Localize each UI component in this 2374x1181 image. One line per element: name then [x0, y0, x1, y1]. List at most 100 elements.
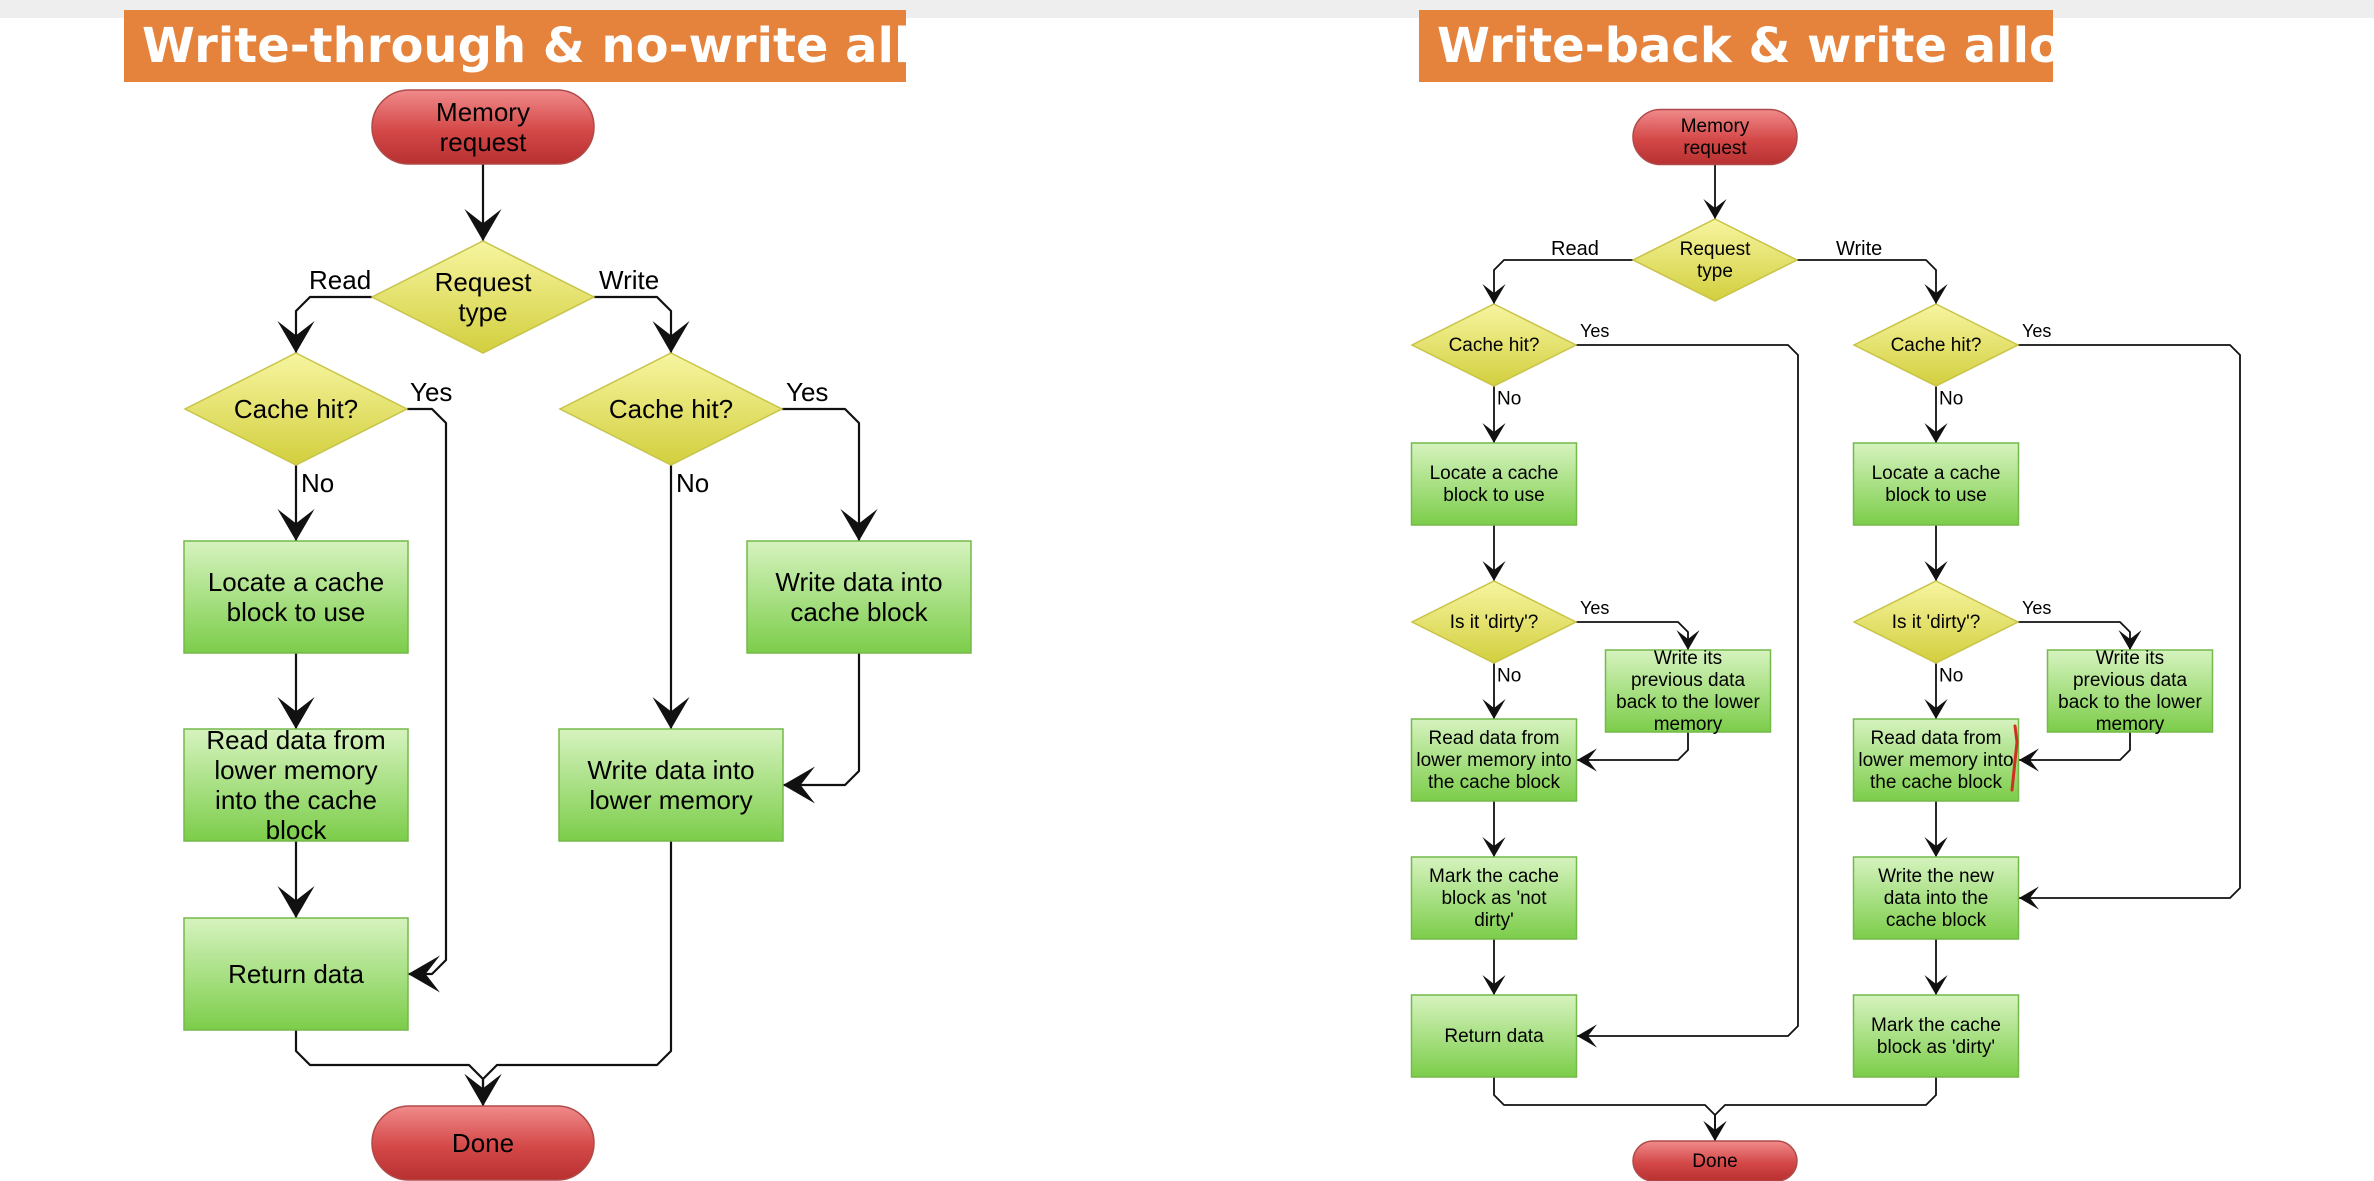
wb-read-dirty-decision [1410, 580, 1578, 664]
start-terminal [371, 89, 595, 165]
wb-edge-write-writeback-to-lower [2019, 732, 2131, 761]
return-data-box-label: Return data [228, 959, 364, 989]
wb-label-read: Read [1551, 238, 1599, 260]
wb-edge-write-dirty-no-arrowhead [1924, 699, 1948, 719]
wb-done-terminal [1632, 1140, 1798, 1181]
wb-label-read-dirty-yes: Yes [1580, 598, 1609, 618]
wb-write-lower-box [1852, 718, 2020, 802]
wb-edge-read-hit [1576, 344, 1799, 1037]
label-write-hit-no: No [676, 468, 709, 498]
locate-block-box [183, 540, 409, 654]
wb-edge-write-lower-to-new-arrowhead [1924, 837, 1948, 857]
wb-edge-write-hit [2018, 344, 2241, 899]
wb-label-write-dirty-no: No [1939, 666, 1963, 687]
edge-read-miss-arrowhead [277, 509, 315, 541]
wb-edge-write-branch [1797, 259, 1937, 304]
edge-read-to-return-arrowhead [277, 886, 315, 918]
write-cache-hit-decision-label: Cache hit? [609, 394, 733, 424]
wb-done-terminal-label: Done [1692, 1151, 1737, 1172]
title-write-back: Write-back & write allocate [1419, 10, 2178, 82]
edge-write-hit [782, 407, 861, 541]
edge-start-to-request-arrowhead [464, 209, 502, 241]
read-cache-hit-decision [183, 352, 409, 466]
wb-edge-mark-to-done [1714, 1077, 1937, 1141]
wb-edge-read-dirty-yes [1576, 621, 1689, 650]
wb-write-cache-hit-decision [1852, 303, 2020, 387]
read-cache-hit-decision-label: Cache hit? [234, 394, 358, 424]
wb-read-cache-hit-decision [1410, 303, 1578, 387]
wb-edge-write-dirty-yes [2018, 621, 2131, 650]
done-terminal-label: Done [452, 1128, 514, 1158]
edge-locate-to-read-arrowhead [277, 697, 315, 729]
edge-write-hit-arrowhead [840, 509, 878, 541]
wb-return-data-box [1410, 994, 1578, 1078]
wb-edge-read-writeback-to-lower [1577, 732, 1689, 761]
wb-request-type-decision [1631, 218, 1799, 302]
label-read: Read [309, 265, 371, 295]
edge-read-hit-arrowhead [408, 955, 440, 993]
wb-edge-mark-to-return-arrowhead [1482, 975, 1506, 995]
edge-write-branch [594, 295, 673, 353]
wb-edge-write-branch-arrowhead [1924, 284, 1948, 304]
wb-edge-read-dirty-no-arrowhead [1482, 699, 1506, 719]
wb-edge-read-lower-to-mark-arrowhead [1482, 837, 1506, 857]
wb-read-dirty-decision-label: Is it 'dirty'? [1450, 612, 1539, 633]
write-lower-box [558, 728, 784, 842]
label-read-hit-yes: Yes [410, 377, 452, 407]
return-data-box [183, 917, 409, 1031]
wb-edge-read-branch-arrowhead [1482, 284, 1506, 304]
wb-edge-write-writeback-to-lower-arrowhead [2019, 748, 2039, 772]
edge-read-branch-arrowhead [277, 321, 315, 353]
wb-mark-not-dirty-box [1410, 856, 1578, 940]
wb-edge-return-to-done [1493, 1077, 1716, 1141]
edge-read-hit [407, 407, 448, 976]
edge-cache-to-lower [783, 653, 861, 787]
wb-edge-mark-to-done-arrowhead [1703, 1121, 1727, 1141]
wb-edge-read-branch [1493, 259, 1633, 304]
edge-lower-to-done [481, 841, 673, 1106]
write-cache-box [746, 540, 972, 654]
wb-edge-read-writeback-to-lower-arrowhead [1577, 748, 1597, 772]
wb-start-terminal [1632, 108, 1798, 166]
wb-read-lower-box [1410, 718, 1578, 802]
wb-edge-read-miss-arrowhead [1482, 423, 1506, 443]
label-write-hit-yes: Yes [786, 377, 828, 407]
wb-write-writeback-box [2046, 649, 2214, 733]
title-write-through: Write-through & no-write allocate [124, 10, 1060, 82]
wb-edge-new-to-mark-arrowhead [1924, 975, 1948, 995]
wb-write-cache-hit-decision-label: Cache hit? [1891, 335, 1982, 356]
wb-label-write: Write [1836, 238, 1882, 260]
edge-write-miss-arrowhead [652, 697, 690, 729]
write-cache-hit-decision [558, 352, 784, 466]
wb-edge-read-locate-to-dirty-arrowhead [1482, 561, 1506, 581]
edge-read-branch [294, 295, 372, 353]
read-lower-box [183, 728, 409, 842]
wb-write-dirty-decision-label: Is it 'dirty'? [1892, 612, 1981, 633]
wb-return-data-box-label: Return data [1444, 1026, 1544, 1047]
wb-label-write-hit-yes: Yes [2022, 321, 2051, 341]
wb-read-locate-box [1410, 442, 1578, 526]
wb-edge-write-miss-arrowhead [1924, 423, 1948, 443]
edge-cache-to-lower-arrowhead [783, 766, 815, 804]
wb-edge-write-hit-arrowhead [2019, 886, 2039, 910]
wb-write-new-box [1852, 856, 2020, 940]
wb-read-writeback-box [1604, 649, 1772, 733]
edge-write-branch-arrowhead [652, 321, 690, 353]
wb-read-cache-hit-decision-label: Cache hit? [1449, 335, 1540, 356]
wb-label-read-hit-no: No [1497, 389, 1521, 410]
red-pen-mark [2010, 724, 2019, 792]
done-terminal [371, 1105, 595, 1181]
